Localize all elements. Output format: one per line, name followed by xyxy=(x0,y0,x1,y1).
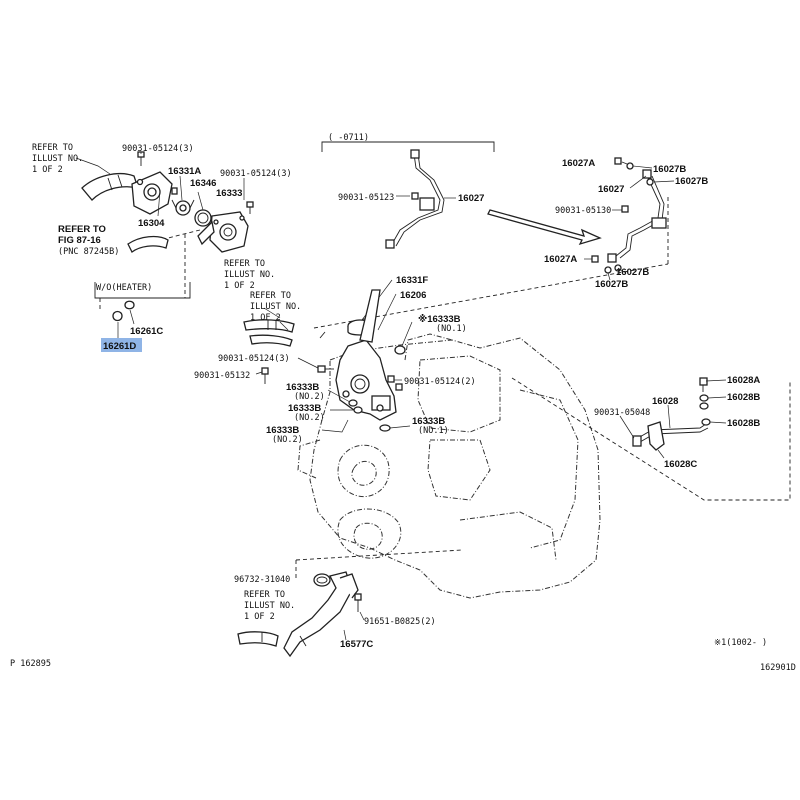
part-label: 16027B xyxy=(675,176,708,187)
water-outlet-16331A xyxy=(131,171,173,215)
part-label: 16027A xyxy=(544,254,577,265)
part-label: 16333B xyxy=(288,403,321,414)
refer-label-line2: ILLUST NO. xyxy=(250,302,301,312)
part-label: 90031-05123 xyxy=(338,193,394,203)
refer-label-line3: 1 OF 2 xyxy=(244,612,275,622)
part-label: 16028 xyxy=(652,396,678,407)
part-label: 90031-05124(2) xyxy=(404,377,476,387)
part-label: 16333 xyxy=(216,188,242,199)
bolt-icon xyxy=(137,151,254,214)
engine-block xyxy=(297,333,601,599)
part-label: 16027B xyxy=(653,164,686,175)
hose-top-left xyxy=(75,157,139,201)
part-label: 16027B xyxy=(616,267,649,278)
part-label-sub: (NO.1) xyxy=(418,426,449,436)
figure-code-right: 162901D xyxy=(760,663,796,673)
refer-label-line3: 1 OF 2 xyxy=(224,281,255,291)
thermostat-16346 xyxy=(171,199,195,216)
water-pipe-16028 xyxy=(619,377,727,459)
part-label: 90031-05048 xyxy=(594,408,650,418)
part-label: 16261C xyxy=(130,326,163,337)
hose-clamp-16261D xyxy=(112,310,123,338)
part-label-sub: (NO.2) xyxy=(272,435,303,445)
refer-label-line1: REFER TO xyxy=(250,291,291,301)
part-label: 16028B xyxy=(727,392,760,403)
water-inlet-16206 xyxy=(335,289,397,421)
refer-fig-line2: FIG 87-16 xyxy=(58,235,101,246)
water-pipe-16027-right xyxy=(584,157,675,281)
refer-label-line1: REFER TO xyxy=(224,259,265,269)
part-label: 16028C xyxy=(664,459,697,470)
part-label: 16027B xyxy=(595,279,628,290)
part-label: 16027 xyxy=(458,193,484,204)
housing-16304 xyxy=(197,211,249,253)
part-label: 90031-05124(3) xyxy=(220,169,292,179)
note-label: ※1(1002- ) xyxy=(714,638,767,648)
hose-pnc-87245B xyxy=(127,235,169,253)
part-label: 90031-05132 xyxy=(194,371,250,381)
gasket-96732-31040 xyxy=(313,573,331,587)
refer-label-line2: ILLUST NO. xyxy=(244,601,295,611)
arrow-icon xyxy=(487,209,602,246)
part-label: 16333B xyxy=(266,425,299,436)
refer-fig-line1: REFER TO xyxy=(58,224,106,235)
refer-label-line1: REFER TO xyxy=(244,590,285,600)
part-label: 16028B xyxy=(727,418,760,429)
refer-label-line3: 1 OF 2 xyxy=(250,313,281,323)
hose-clamp-16261C xyxy=(124,300,135,325)
part-label: 16027 xyxy=(598,184,624,195)
part-label: 16331F xyxy=(396,275,428,286)
refer-label-line3: 1 OF 2 xyxy=(32,165,63,175)
bolts-mid xyxy=(255,357,403,391)
refer-label-line2: ILLUST NO. xyxy=(224,270,275,280)
part-label: ※16333B xyxy=(418,314,461,325)
o-ring-16333B xyxy=(321,321,413,433)
bolt-91651 xyxy=(354,593,365,621)
part-label-sub: (NO.1) xyxy=(436,324,467,334)
gasket-16333 xyxy=(194,209,212,227)
part-label: 90031-05124(3) xyxy=(122,144,194,154)
part-label: 16333B xyxy=(286,382,319,393)
part-label: 16577C xyxy=(340,639,373,650)
part-label-sub: (NO.2) xyxy=(294,392,325,402)
hose-bottom-left xyxy=(237,631,279,647)
part-label: 96732-31040 xyxy=(234,575,290,585)
part-label: 16304 xyxy=(138,218,165,229)
part-label: 90031-05124(3) xyxy=(218,354,290,364)
part-label: 16027A xyxy=(562,158,595,169)
part-label-sub: (NO.2) xyxy=(294,413,325,423)
part-highlight xyxy=(101,338,142,352)
refer-fig-line3: (PNC 87245B) xyxy=(58,247,119,257)
refer-label-line1: REFER TO xyxy=(32,143,73,153)
water-bypass-pipe-16027 xyxy=(385,149,456,249)
hoses-mid-left xyxy=(243,307,295,347)
part-label: 16206 xyxy=(400,290,426,301)
part-label: 16028A xyxy=(727,375,760,386)
part-label: 91651-B0825(2) xyxy=(364,617,436,627)
page-code-left: P 162895 xyxy=(10,659,51,669)
variant-label: W/O(HEATER) xyxy=(96,283,152,293)
leader-lines-top-left xyxy=(140,152,245,217)
part-label: 16333B xyxy=(412,416,445,427)
part-label: 90031-05130 xyxy=(555,206,611,216)
part-label-highlighted: 16261D xyxy=(103,341,136,352)
range-label: ( -0711) xyxy=(328,133,369,143)
part-label: 16346 xyxy=(190,178,216,189)
labels: REFER TO ILLUST NO. 1 OF 2 90031-05124(3… xyxy=(10,133,796,673)
part-label: 16331A xyxy=(168,166,201,177)
refer-label-line2: ILLUST NO. xyxy=(32,154,83,164)
